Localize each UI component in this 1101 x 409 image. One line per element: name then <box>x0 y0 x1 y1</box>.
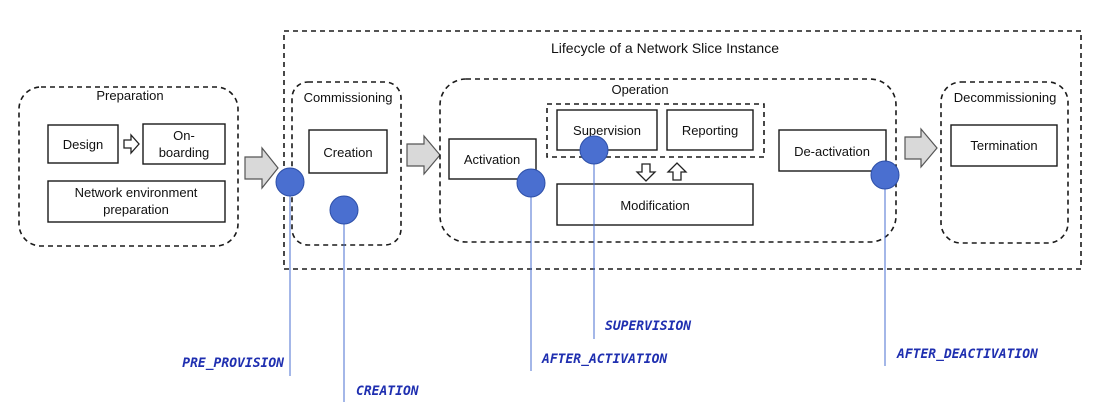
after-deactivation-state-label: AFTER_DEACTIVATION <box>896 347 1038 362</box>
creation-state-label: CREATION <box>356 384 419 399</box>
lifecycle-title: Lifecycle of a Network Slice Instance <box>551 40 779 56</box>
preparation-title: Preparation <box>96 88 163 103</box>
onboarding-box <box>142 123 226 165</box>
phase-arrow-1 <box>244 146 279 190</box>
termination-label: Termination <box>970 138 1037 153</box>
creation-label: Creation <box>323 145 372 160</box>
onboarding-label-line1: On- <box>173 128 195 143</box>
design-to-onboarding-arrow <box>123 133 140 155</box>
creation-marker <box>329 195 359 225</box>
reporting-label: Reporting <box>682 123 738 138</box>
network-env-label-line1: Network environment <box>75 185 198 200</box>
network-env-box <box>47 180 226 223</box>
lifecycle-frame <box>283 30 1082 270</box>
preparation-phase <box>18 86 239 247</box>
modification-box <box>556 183 754 226</box>
commissioning-phase <box>291 81 402 246</box>
network-env-label-line2: preparation <box>103 202 169 217</box>
phase-arrow-3 <box>904 127 938 169</box>
deactivation-label: De-activation <box>794 144 870 159</box>
deactivation-box <box>778 129 887 172</box>
up-arrow <box>666 162 688 181</box>
down-arrow <box>635 163 657 182</box>
modification-label: Modification <box>620 198 689 213</box>
supervision-reporting-group <box>546 103 765 158</box>
activation-box <box>448 138 537 180</box>
design-label: Design <box>63 137 103 152</box>
operation-phase <box>439 78 897 243</box>
pre-provision-marker <box>275 167 305 197</box>
supervision-state-label: SUPERVISION <box>605 319 691 334</box>
termination-box <box>950 124 1058 167</box>
design-box <box>47 124 119 164</box>
supervision-box <box>556 109 658 151</box>
operation-title: Operation <box>611 82 668 97</box>
supervision-marker <box>579 135 609 165</box>
decommissioning-title: Decommissioning <box>954 90 1057 105</box>
reporting-box <box>666 109 754 151</box>
commissioning-title: Commissioning <box>304 90 393 105</box>
activation-label: Activation <box>464 152 520 167</box>
after-activation-state-label: AFTER_ACTIVATION <box>541 352 667 367</box>
onboarding-label-line2: boarding <box>159 145 210 160</box>
after-activation-marker <box>516 168 546 198</box>
pre-provision-state-label: PRE_PROVISION <box>182 356 284 371</box>
after-deactivation-marker <box>870 160 900 190</box>
creation-box <box>308 129 388 174</box>
phase-arrow-2 <box>406 134 441 176</box>
supervision-label: Supervision <box>573 123 641 138</box>
